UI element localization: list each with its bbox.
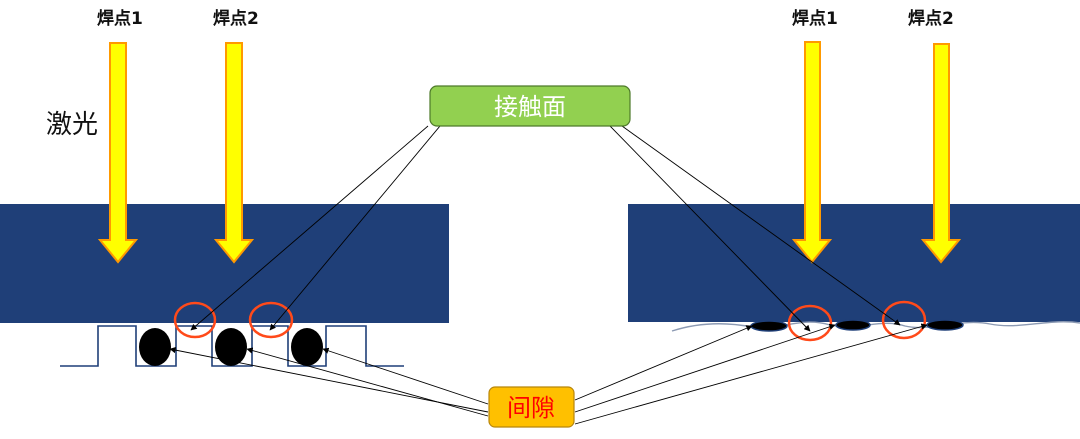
- left-contact-circle-2: [248, 301, 294, 339]
- right-wavy-base: [671, 321, 1080, 332]
- left-contact-circle-1: [173, 301, 217, 339]
- right-top-plate: [628, 204, 1080, 322]
- left-laser-arrow-1: [97, 42, 139, 264]
- right-laser-arrow-2: [920, 43, 962, 264]
- right-gap-pocket-1: [750, 320, 788, 332]
- gap-box: [488, 386, 575, 428]
- right-weld-point-2-label: 焊点2: [908, 8, 954, 29]
- left-laser-arrow-2: [213, 42, 255, 264]
- contact-surface-label: 接触面: [494, 93, 566, 121]
- gap-label: 间隙: [507, 394, 555, 422]
- left-gap-ball-2: [215, 328, 247, 366]
- contact-surface-box: [429, 85, 631, 127]
- right-contact-circle-1: [787, 304, 833, 342]
- left-weld-point-1-label: 焊点1: [97, 8, 143, 29]
- gap-leader-lines: [169, 323, 928, 425]
- left-gap-ball-3: [291, 328, 323, 366]
- right-contact-circle-2: [881, 300, 927, 340]
- laser-label: 激光: [46, 110, 98, 140]
- contact-leader-lines: [190, 125, 901, 332]
- right-weld-point-1-label: 焊点1: [792, 8, 838, 29]
- left-top-plate: [0, 204, 449, 323]
- left-weld-point-2-label: 焊点2: [213, 8, 259, 29]
- left-slotted-base: [60, 325, 404, 367]
- left-gap-ball-1: [139, 328, 171, 366]
- right-gap-pocket-3: [926, 319, 964, 331]
- right-gap-pocket-2: [835, 319, 871, 331]
- right-laser-arrow-1: [791, 41, 833, 264]
